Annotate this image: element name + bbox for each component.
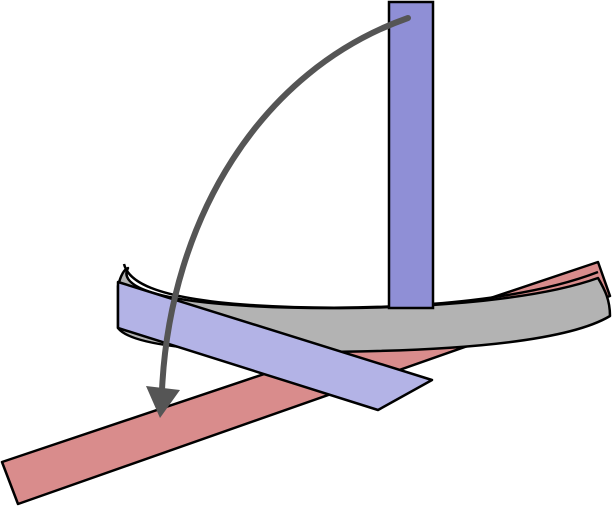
vertical-blue-bar: [387, 0, 435, 310]
gray-band-rim: [122, 263, 599, 309]
rotation-arrow: [146, 15, 411, 418]
lavender-bar: [116, 280, 434, 412]
rotation-arrow-shaft: [159, 15, 411, 393]
rotation-arrow-head: [146, 386, 180, 418]
